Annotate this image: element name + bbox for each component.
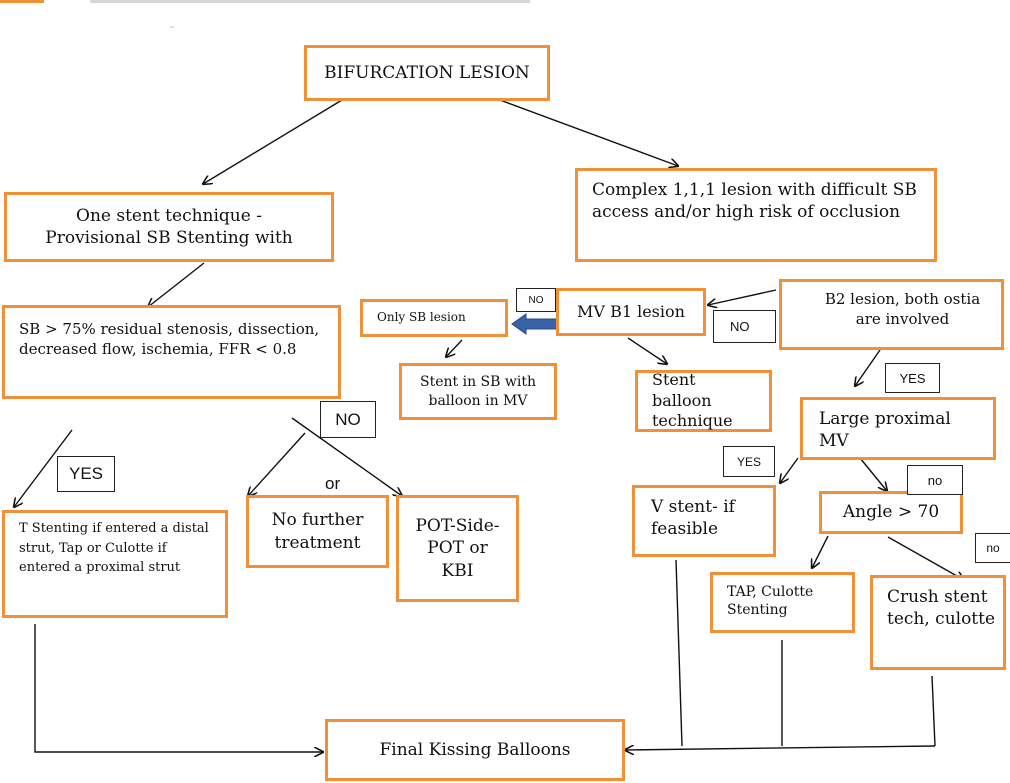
arrow-only-sb-to-stent-sb (446, 339, 463, 357)
label-no-b2-text: NO (730, 319, 750, 334)
node-final-kissing-balloons: Final Kissing Balloons (325, 719, 625, 781)
label-no-sb-criteria-text: NO (335, 409, 361, 429)
arrow-right-to-final (625, 746, 936, 750)
line-t-stenting-to-final (34, 624, 323, 752)
arrow-criteria-to-pot (291, 417, 402, 496)
node-mv-b1-lesion-text: MV B1 lesion (577, 301, 685, 321)
header-blur (90, 0, 530, 3)
label-yes-v-stent: YES (723, 446, 775, 477)
arrow-root-to-complex (499, 99, 678, 166)
header-blur-2 (170, 26, 174, 28)
node-crush-stent-text: Crush stent tech, culotte (887, 587, 996, 630)
arrow-large-mv-to-angle (859, 457, 887, 491)
node-b2-lesion-text: B2 lesion, both ostia are involved (824, 290, 981, 328)
label-yes-b2: YES (885, 363, 940, 393)
node-stent-sb-balloon-mv-text: Stent in SB with balloon in MV (420, 374, 536, 409)
label-yes-sb: YES (57, 456, 115, 492)
node-no-further-treatment: No further treatment (246, 495, 389, 568)
label-yes-v-stent-text: YES (736, 454, 761, 469)
line-v-stent-down (675, 559, 683, 747)
node-v-stent-text: V stent- if feasible (651, 497, 735, 540)
line-crush-down (931, 675, 936, 747)
label-no-angle-text: no (927, 472, 943, 488)
header-accent (0, 0, 44, 3)
node-pot-side-pot-kbi-text: POT-Side-POT or KBI (415, 516, 500, 581)
node-angle-70-text: Angle > 70 (842, 502, 940, 523)
node-tap-culotte: TAP, Culotte Stenting (710, 572, 855, 633)
node-bifurcation-lesion-text: BIFURCATION LESION (324, 62, 530, 83)
label-yes-sb-text: YES (68, 464, 104, 483)
label-no-angle: no (907, 465, 963, 495)
arrow-b2-to-large-mv (855, 349, 881, 386)
node-one-stent-text: One stent technique - Provisional SB Ste… (45, 205, 293, 248)
node-complex-lesion-text: Complex 1,1,1 lesion with difficult SB a… (592, 180, 917, 223)
node-pot-side-pot-kbi: POT-Side-POT or KBI (396, 495, 519, 602)
label-no-mv-b1-text: NO (528, 294, 544, 306)
arrow-root-to-one-stent (203, 99, 343, 184)
node-bifurcation-lesion: BIFURCATION LESION (304, 45, 550, 101)
arrow-angle-to-crush (887, 536, 964, 580)
node-stent-balloon-technique: Stent balloon technique (635, 370, 772, 432)
node-only-sb-lesion-text: Only SB lesion (377, 310, 466, 325)
node-stent-balloon-technique-text: Stent balloon technique (652, 369, 733, 431)
label-no-crush-text: no (986, 541, 1000, 555)
arrow-angle-to-tap (812, 535, 829, 568)
label-no-mv-b1: NO (516, 288, 556, 312)
node-tap-culotte-text: TAP, Culotte Stenting (727, 584, 814, 619)
cropped-header (0, 0, 1010, 28)
blue-arrow-mv-to-only-sb (511, 313, 558, 335)
node-large-proximal-mv: Large proximal MV (800, 397, 996, 460)
node-final-kissing-balloons-text: Final Kissing Balloons (379, 739, 571, 760)
node-t-stenting-text: T Stenting if entered a distal strut, Ta… (19, 521, 209, 575)
node-sb-criteria: SB > 75% residual stenosis, dissection, … (2, 305, 341, 399)
node-v-stent: V stent- if feasible (632, 485, 776, 557)
node-t-stenting: T Stenting if entered a distal strut, Ta… (2, 510, 228, 618)
node-b2-lesion: B2 lesion, both ostia are involved (779, 279, 1004, 350)
node-stent-sb-balloon-mv: Stent in SB with balloon in MV (399, 363, 557, 420)
node-sb-criteria-text: SB > 75% residual stenosis, dissection, … (19, 320, 320, 358)
node-angle-70: Angle > 70 (819, 491, 963, 534)
arrow-criteria-to-t-stenting (14, 429, 73, 507)
arrow-mv-b1-to-stent-balloon (627, 337, 667, 364)
label-or-text: or (325, 474, 341, 493)
label-yes-b2-text: YES (899, 370, 926, 386)
label-no-crush: no (975, 533, 1010, 563)
arrow-one-stent-to-criteria (148, 262, 205, 307)
node-complex-lesion: Complex 1,1,1 lesion with difficult SB a… (575, 168, 937, 262)
arrow-b2-to-mv-b1 (708, 289, 777, 305)
arrow-criteria-to-no-further (248, 432, 306, 496)
node-no-further-treatment-text: No further treatment (271, 510, 364, 553)
label-or: or (325, 474, 340, 494)
node-one-stent: One stent technique - Provisional SB Ste… (4, 192, 334, 262)
label-no-b2: NO (713, 310, 776, 343)
label-no-sb-criteria: NO (320, 401, 376, 438)
node-only-sb-lesion: Only SB lesion (360, 299, 508, 337)
node-large-proximal-mv-text: Large proximal MV (819, 409, 951, 452)
arrow-large-mv-to-v-stent (780, 457, 799, 483)
node-crush-stent: Crush stent tech, culotte (870, 575, 1006, 670)
node-mv-b1-lesion: MV B1 lesion (556, 288, 706, 336)
